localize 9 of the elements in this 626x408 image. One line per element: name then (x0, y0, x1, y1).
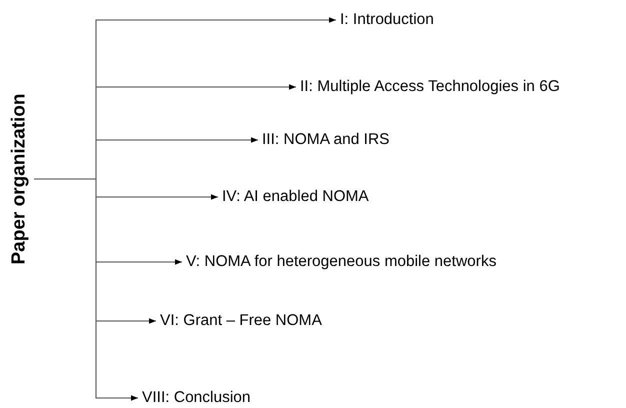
section-label: III: NOMA and IRS (262, 130, 390, 150)
section-label: VIII: Conclusion (142, 388, 251, 408)
section-label: II: Multiple Access Technologies in 6G (300, 77, 560, 97)
section-label: I: Introduction (340, 10, 434, 30)
section-label: IV: AI enabled NOMA (222, 187, 369, 207)
connector-arrow (34, 178, 138, 401)
section-label: VI: Grant – Free NOMA (160, 311, 322, 331)
vertical-heading: Paper organization (8, 93, 32, 265)
section-label: V: NOMA for heterogeneous mobile networks (186, 252, 496, 272)
